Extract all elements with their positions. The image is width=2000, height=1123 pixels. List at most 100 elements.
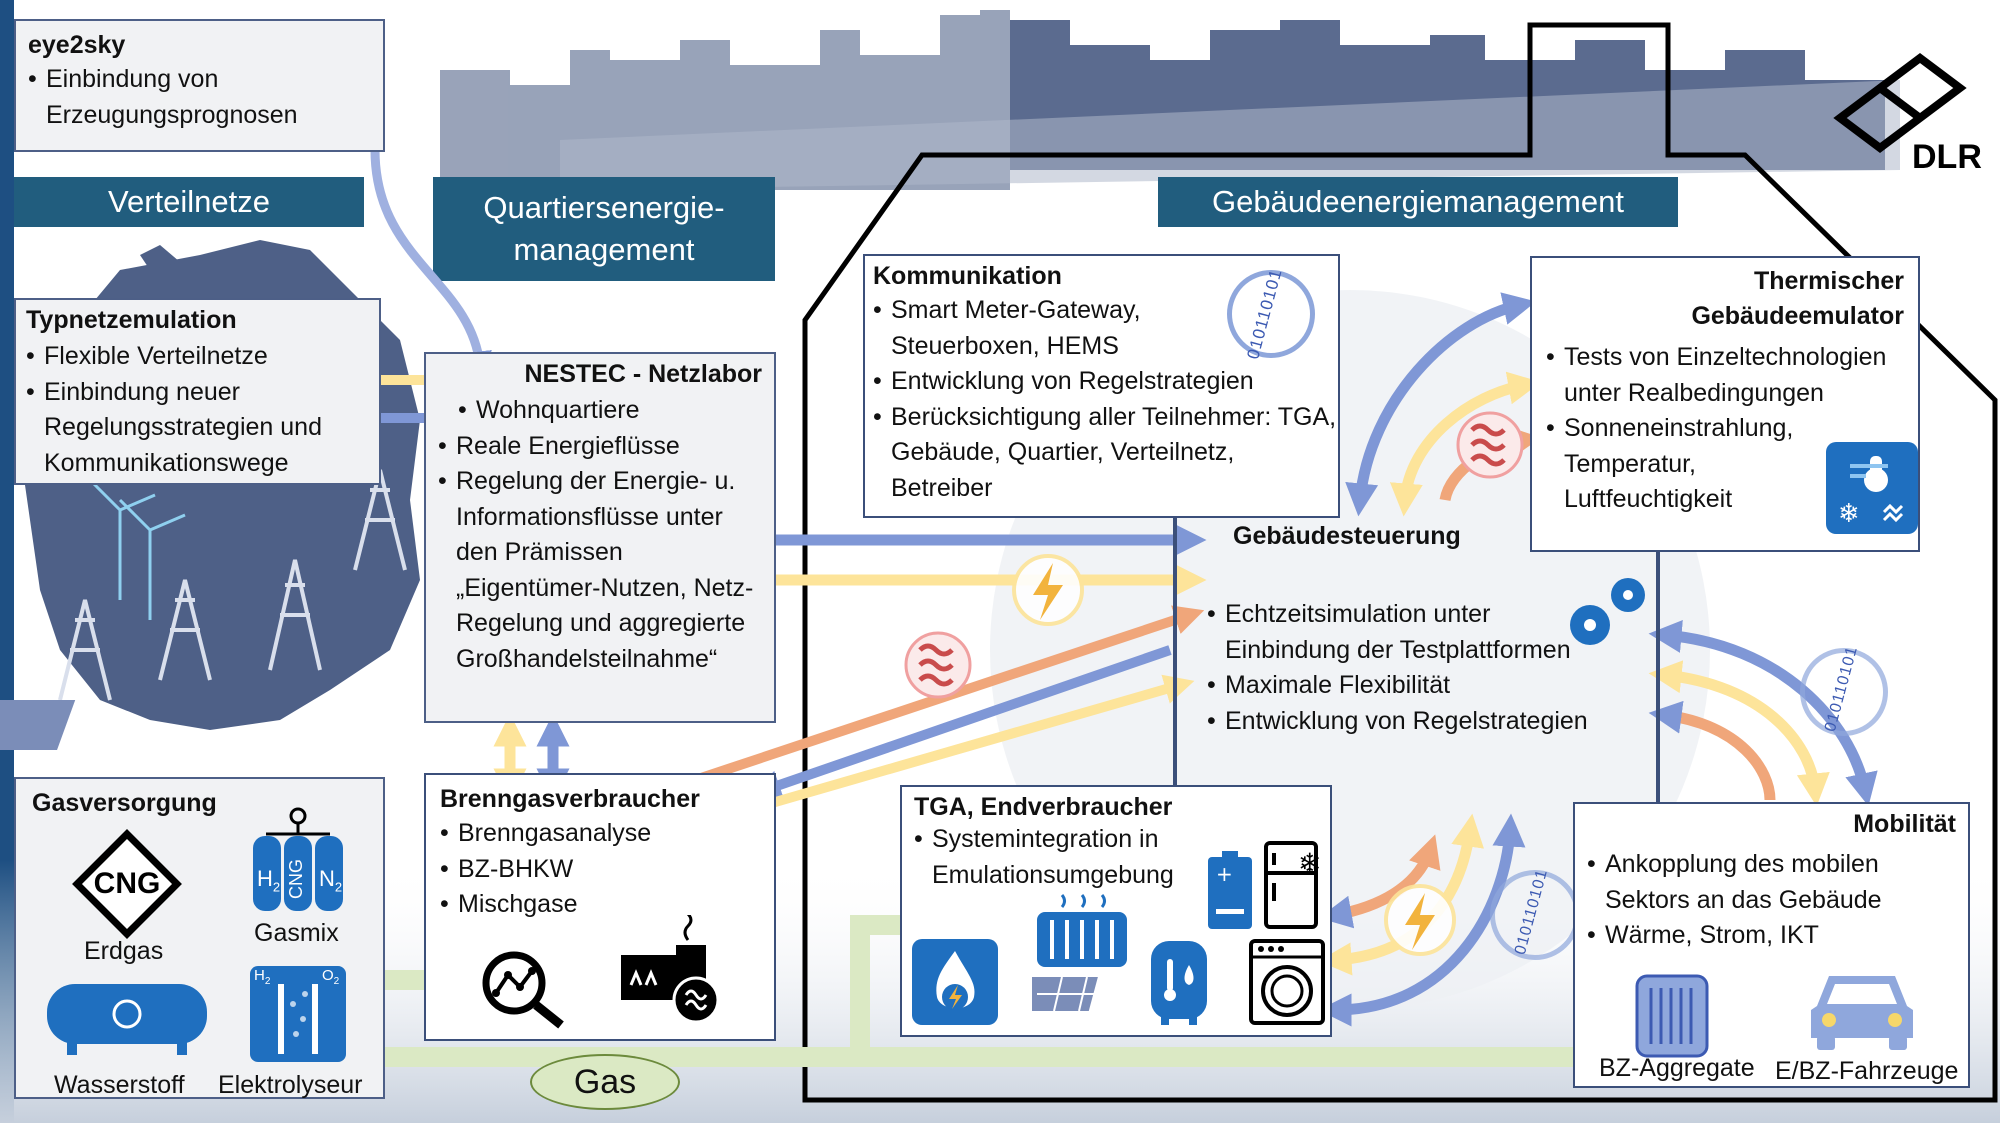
- lightning-icon-center: [1012, 554, 1084, 626]
- thermisch-box: Thermischer Gebäudeemulator Tests von Ei…: [1530, 256, 1920, 552]
- dlr-logo-mark: [1833, 53, 1967, 153]
- arrow-tga-curve-blue: [1318, 813, 1526, 1027]
- tga-title: TGA, Endverbraucher: [914, 793, 1173, 821]
- left-edge-stripe: [0, 0, 14, 1123]
- h2-sub: 2: [272, 879, 281, 895]
- cng-diamond-shape: [72, 829, 182, 939]
- thermisch-title-line2: Gebäudeemulator: [1691, 302, 1904, 330]
- gebaeudesteuerung-section: Gebäudesteuerung Echtzeitsimulation unte…: [1173, 522, 1613, 782]
- gasmix-tank-shape: [253, 807, 343, 911]
- fahrzeuge-label: E/BZ-Fahrzeuge: [1775, 1057, 1959, 1085]
- eye2sky-title: eye2sky: [28, 31, 126, 59]
- transmission-tower-icons: [58, 469, 407, 701]
- tga-list: Systemintegration in Emulationsumgebung: [914, 822, 1204, 893]
- gebaeudesteuerung-item-1: Maximale Flexibilität: [1207, 668, 1607, 704]
- hydrogen-tank-icon: [42, 979, 212, 1059]
- banner-verteilnetze: Verteilnetze: [14, 177, 364, 227]
- dlr-logo-text: DLR: [1912, 138, 1982, 176]
- electrolyser-o-sub: 2: [333, 976, 340, 987]
- arrow-eye2sky-nestec: [370, 149, 492, 379]
- mobilitaet-item-1: Wärme, Strom, IKT: [1587, 918, 1956, 954]
- kommunikation-list: Smart Meter-Gateway, Steuerboxen, HEMS E…: [873, 293, 1341, 506]
- typnetz-box: Typnetzemulation Flexible Verteilnetze E…: [14, 298, 381, 485]
- mobilitaet-title: Mobilität: [1853, 810, 1956, 838]
- h2-letter: H: [257, 866, 273, 891]
- svg-text:+: +: [1216, 862, 1233, 886]
- nestec-item-2: Regelung der Energie- u. Informationsflü…: [438, 464, 762, 677]
- n2-label: N2: [319, 866, 342, 894]
- water-heater-icon: [1151, 941, 1207, 1025]
- hydrogen-tank-shape: [47, 984, 207, 1055]
- typnetz-item-0: Flexible Verteilnetze: [26, 339, 369, 375]
- elektrolyseur-label: Elektrolyseur: [218, 1071, 363, 1099]
- radiator-solar-icon: [1032, 894, 1127, 1012]
- gasversorgung-box: Gasversorgung CNG Erdgas H2 CNG N2 Gasmi…: [14, 777, 385, 1099]
- brenngas-box: Brenngasverbraucher Brenngasanalyse BZ-B…: [424, 773, 776, 1041]
- flame-energy-icon: [912, 939, 998, 1025]
- thermisch-item-1: Sonneneinstrahlung, Temperatur, Luftfeuc…: [1546, 411, 1814, 518]
- arrow-thermisch-curve-yellow: [1389, 371, 1542, 517]
- electrolyser-h-letter: H: [254, 967, 265, 984]
- nestec-item-1: Reale Energieflüsse: [438, 429, 762, 465]
- car-icon: [1811, 976, 1913, 1050]
- climate-chamber-icon: ❄: [1826, 442, 1918, 534]
- kommunikation-item-2: Berücksichtigung aller Teilnehmer: TGA, …: [873, 400, 1341, 507]
- electrolyser-h2-label: H2: [254, 967, 270, 987]
- tga-item-0: Systemintegration in Emulationsumgebung: [914, 822, 1204, 893]
- h2-label: H2: [257, 866, 280, 894]
- refrigerator-icon: ❄: [1264, 841, 1321, 929]
- arrow-gas-to-tga: [850, 915, 905, 1057]
- nestec-item-0: Wohnquartiere: [458, 393, 762, 429]
- gasmix-tank-icon: H2 CNG N2: [248, 804, 348, 914]
- washing-machine-icon: [1249, 939, 1325, 1025]
- thermisch-item-0: Tests von Einzeltechnologien unter Realb…: [1546, 340, 1904, 411]
- typnetz-item-1: Einbindung neuer Regelungsstrategien und…: [26, 375, 369, 482]
- brenngas-item-0: Brenngasanalyse: [440, 816, 760, 852]
- binary-data-icon: [1227, 270, 1315, 358]
- gas-label: Gas: [530, 1054, 680, 1110]
- electrolyser-o2-label: O2: [322, 967, 339, 987]
- mobilitaet-box: Mobilität Ankopplung des mobilen Sektors…: [1573, 802, 1970, 1088]
- n2-letter: N: [319, 866, 335, 891]
- analysis-magnifier-icon: [482, 951, 564, 1029]
- gasmix-label: Gasmix: [254, 919, 339, 947]
- steuerung-connector-line: [1173, 517, 1177, 789]
- eye2sky-list: Einbindung von Erzeugungsprognosen: [28, 62, 371, 133]
- arrow-thermisch-curve-blue: [1345, 292, 1537, 517]
- house-outline: [802, 22, 1998, 1103]
- eye2sky-box: eye2sky Einbindung von Erzeugungsprognos…: [14, 19, 385, 152]
- solar-panel-icons: [0, 700, 76, 750]
- tga-box: TGA, Endverbraucher Systemintegration in…: [900, 785, 1332, 1037]
- n2-sub: 2: [334, 879, 343, 895]
- banner-gebaeudeenergiemanagement: Gebäudeenergiemanagement: [1158, 177, 1678, 227]
- thermisch-list: Tests von Einzeltechnologien unter Realb…: [1546, 340, 1904, 518]
- arrow-brenngas-steuerung-yellow: [763, 674, 1195, 810]
- kommunikation-item-1: Entwicklung von Regelstrategien: [873, 364, 1341, 400]
- kommunikation-title: Kommunikation: [873, 262, 1062, 290]
- electrolyser-o-letter: O: [322, 967, 334, 984]
- wind-turbine-icons: [88, 478, 186, 620]
- gebaeudesteuerung-list: Echtzeitsimulation unter Einbindung der …: [1173, 597, 1607, 739]
- cng-diamond-icon: CNG: [72, 829, 182, 939]
- gebaeudesteuerung-title: Gebäudesteuerung: [1233, 522, 1461, 550]
- kommunikation-item-0: Smart Meter-Gateway, Steuerboxen, HEMS: [873, 293, 1181, 364]
- gasversorgung-title: Gasversorgung: [32, 789, 217, 817]
- svg-text:❄: ❄: [1298, 847, 1321, 880]
- heat-icon-right: [1456, 411, 1524, 479]
- nestec-title: NESTEC - Netzlabor: [524, 360, 762, 388]
- mobilitaet-binary-circle-icon: [1800, 648, 1888, 736]
- typnetz-list: Flexible Verteilnetze Einbindung neuer R…: [26, 339, 369, 481]
- typnetz-title: Typnetzemulation: [26, 306, 237, 334]
- dlr-logo: DLR: [1820, 48, 1982, 178]
- banner-quartier-line2: management: [513, 232, 695, 267]
- brenngas-title: Brenngasverbraucher: [440, 785, 700, 813]
- thermisch-title: Thermischer Gebäudeemulator: [1546, 264, 1904, 334]
- brenngas-list: Brenngasanalyse BZ-BHKW Mischgase: [440, 816, 760, 923]
- skyline-light-band: [560, 80, 1900, 190]
- brenngas-item-1: BZ-BHKW: [440, 852, 760, 888]
- arrow-mobilitaet-curve-orange: [1648, 700, 1776, 801]
- gebaeudesteuerung-item-2: Entwicklung von Regelstrategien: [1207, 704, 1607, 740]
- mobilitaet-list: Ankopplung des mobilen Sektors an das Ge…: [1587, 847, 1956, 954]
- erdgas-label: Erdgas: [84, 937, 164, 965]
